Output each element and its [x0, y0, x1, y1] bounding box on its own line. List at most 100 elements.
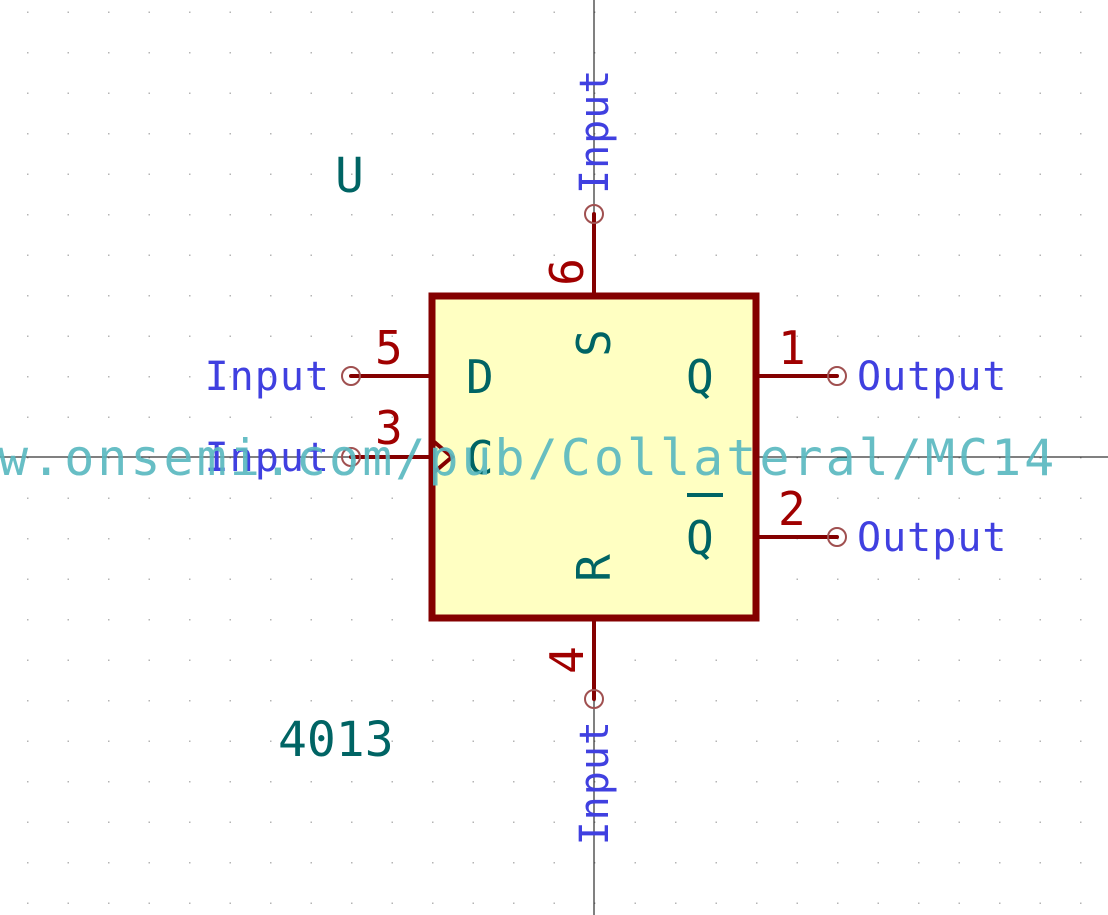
grid-dot: [918, 254, 920, 256]
grid-dot: [67, 173, 69, 175]
grid-dot: [675, 254, 677, 256]
grid-dot: [513, 173, 515, 175]
grid-dot: [67, 133, 69, 135]
grid-dot: [189, 700, 191, 702]
reference-designator[interactable]: U: [335, 148, 364, 204]
grid-dot: [918, 52, 920, 54]
grid-dot: [594, 862, 596, 864]
grid-dot: [999, 659, 1001, 661]
grid-dot: [391, 821, 393, 823]
grid-dot: [351, 659, 353, 661]
grid-dot: [270, 457, 272, 459]
grid-dot: [553, 902, 555, 904]
grid-dot: [1080, 781, 1082, 783]
grid-dot: [310, 295, 312, 297]
pin-d-end[interactable]: [341, 366, 361, 386]
grid-dot: [351, 821, 353, 823]
pin-c-end[interactable]: [341, 447, 361, 467]
pin-qbar-end[interactable]: [827, 527, 847, 547]
grid-dot: [918, 335, 920, 337]
grid-dot: [351, 335, 353, 337]
grid-dot: [877, 902, 879, 904]
grid-dot: [432, 659, 434, 661]
grid-dot: [148, 416, 150, 418]
grid-dot: [1039, 659, 1041, 661]
grid-dot: [1039, 700, 1041, 702]
grid-dot: [756, 862, 758, 864]
datasheet-url[interactable]: w.onsemi.com/pub/Collateral/MC14: [0, 429, 1057, 487]
grid-dot: [310, 133, 312, 135]
grid-dot: [189, 214, 191, 216]
grid-dot: [1080, 11, 1082, 13]
grid-dot: [634, 173, 636, 175]
pin-s-end[interactable]: [584, 204, 604, 224]
grid-dot: [270, 295, 272, 297]
grid-dot: [877, 254, 879, 256]
grid-dot: [1039, 11, 1041, 13]
grid-dot: [1080, 92, 1082, 94]
grid-dot: [189, 416, 191, 418]
grid-dot: [108, 740, 110, 742]
grid-dot: [148, 92, 150, 94]
component-value[interactable]: 4013: [278, 712, 394, 768]
grid-dot: [918, 862, 920, 864]
grid-dot: [837, 902, 839, 904]
grid-dot: [634, 781, 636, 783]
grid-dot: [999, 214, 1001, 216]
grid-dot: [675, 214, 677, 216]
grid-dot: [270, 862, 272, 864]
grid-dot: [1080, 740, 1082, 742]
grid-dot: [634, 740, 636, 742]
grid-dot: [189, 457, 191, 459]
grid-dot: [229, 295, 231, 297]
grid-dot: [1080, 902, 1082, 904]
grid-dot: [148, 295, 150, 297]
grid-dot: [189, 376, 191, 378]
grid-dot: [67, 52, 69, 54]
grid-dot: [1080, 538, 1082, 540]
grid-dot: [229, 335, 231, 337]
grid-dot: [229, 821, 231, 823]
grid-dot: [148, 538, 150, 540]
grid-dot: [756, 659, 758, 661]
grid-dot: [634, 254, 636, 256]
grid-dot: [351, 214, 353, 216]
grid-dot: [108, 133, 110, 135]
grid-dot: [351, 416, 353, 418]
grid-dot: [877, 335, 879, 337]
grid-dot: [715, 133, 717, 135]
grid-dot: [675, 740, 677, 742]
grid-dot: [229, 740, 231, 742]
grid-dot: [715, 214, 717, 216]
grid-dot: [958, 821, 960, 823]
grid-dot: [1039, 538, 1041, 540]
grid-dot: [837, 173, 839, 175]
grid-dot: [67, 416, 69, 418]
grid-dot: [958, 295, 960, 297]
grid-dot: [27, 781, 29, 783]
grid-dot: [958, 902, 960, 904]
grid-dot: [958, 740, 960, 742]
grid-dot: [1039, 92, 1041, 94]
pin-r-end[interactable]: [584, 689, 604, 709]
grid-dot: [918, 659, 920, 661]
grid-dot: [553, 52, 555, 54]
grid-dot: [270, 781, 272, 783]
grid-dot: [999, 376, 1001, 378]
grid-dot: [27, 538, 29, 540]
grid-dot: [675, 52, 677, 54]
grid-dot: [675, 92, 677, 94]
grid-dot: [513, 133, 515, 135]
grid-dot: [148, 740, 150, 742]
grid-dot: [148, 457, 150, 459]
grid-dot: [837, 254, 839, 256]
grid-dot: [999, 295, 1001, 297]
grid-dot: [999, 11, 1001, 13]
pin-q-end[interactable]: [827, 366, 847, 386]
grid-dot: [958, 11, 960, 13]
grid-dot: [1039, 376, 1041, 378]
grid-dot: [756, 700, 758, 702]
grid-dot: [432, 11, 434, 13]
pin-r-name: R: [567, 554, 621, 582]
grid-dot: [918, 619, 920, 621]
